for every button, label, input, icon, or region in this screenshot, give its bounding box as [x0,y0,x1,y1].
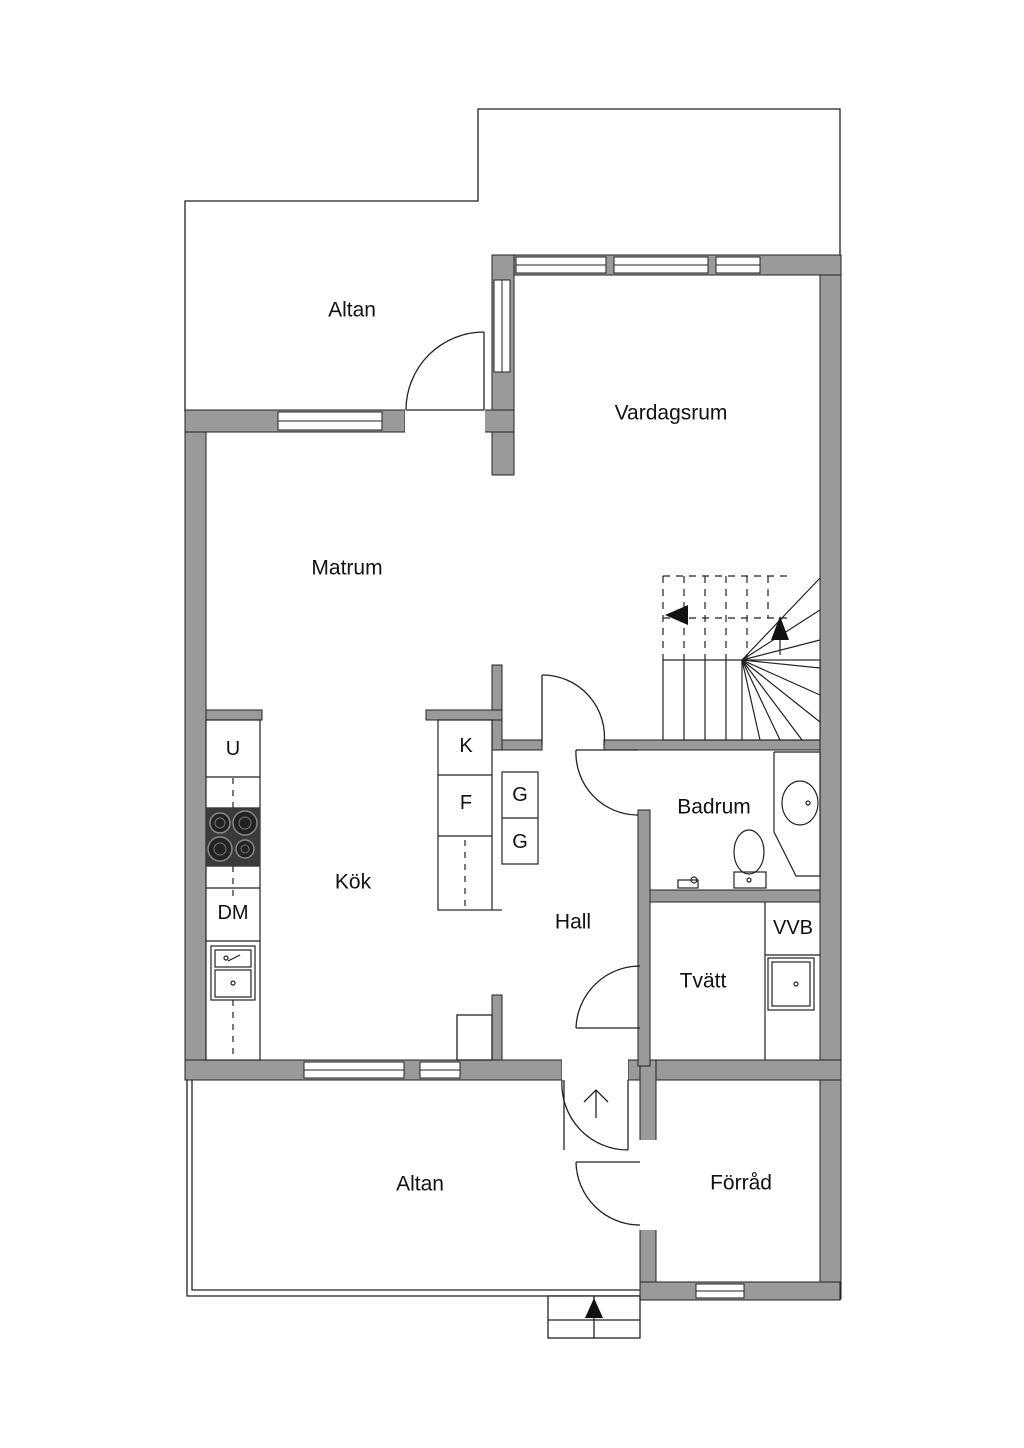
terrace-bottom-outline [186,1080,640,1297]
doors [405,331,641,1339]
laundry-fixtures [764,902,820,1060]
windows [277,256,761,1299]
bathroom-fixtures [677,751,821,889]
room-label-tvatt: Tvätt [679,969,727,993]
stair-up-arrow-icon [771,616,789,640]
fixture-label-g1: G [512,784,528,806]
kitchen-island [437,719,539,911]
fixture-label-dm: DM [217,902,249,924]
room-label-badrum: Badrum [677,795,751,819]
kitchen-counter-left [205,719,261,1061]
kitchen-sink [210,945,256,1001]
terrace-top-outline [184,108,841,412]
staircase [662,575,821,741]
room-label-vardagsrum: Vardagsrum [614,401,728,425]
room-label-altan-top: Altan [328,298,376,322]
fixture-label-u: U [225,738,241,760]
entrance-arrow-icon [585,1298,603,1318]
room-label-forrad: Förråd [710,1171,772,1195]
fixture-label-g2: G [512,831,528,853]
room-label-matrum: Matrum [311,556,383,580]
fixture-label-k: K [459,735,473,757]
room-label-hall: Hall [554,910,592,934]
fixture-label-vvb: VVB [772,917,814,939]
stair-left-arrow-icon [665,605,688,625]
room-label-altan-bottom: Altan [396,1172,444,1196]
room-label-kok: Kök [334,870,372,894]
fixture-label-f: F [459,792,473,814]
